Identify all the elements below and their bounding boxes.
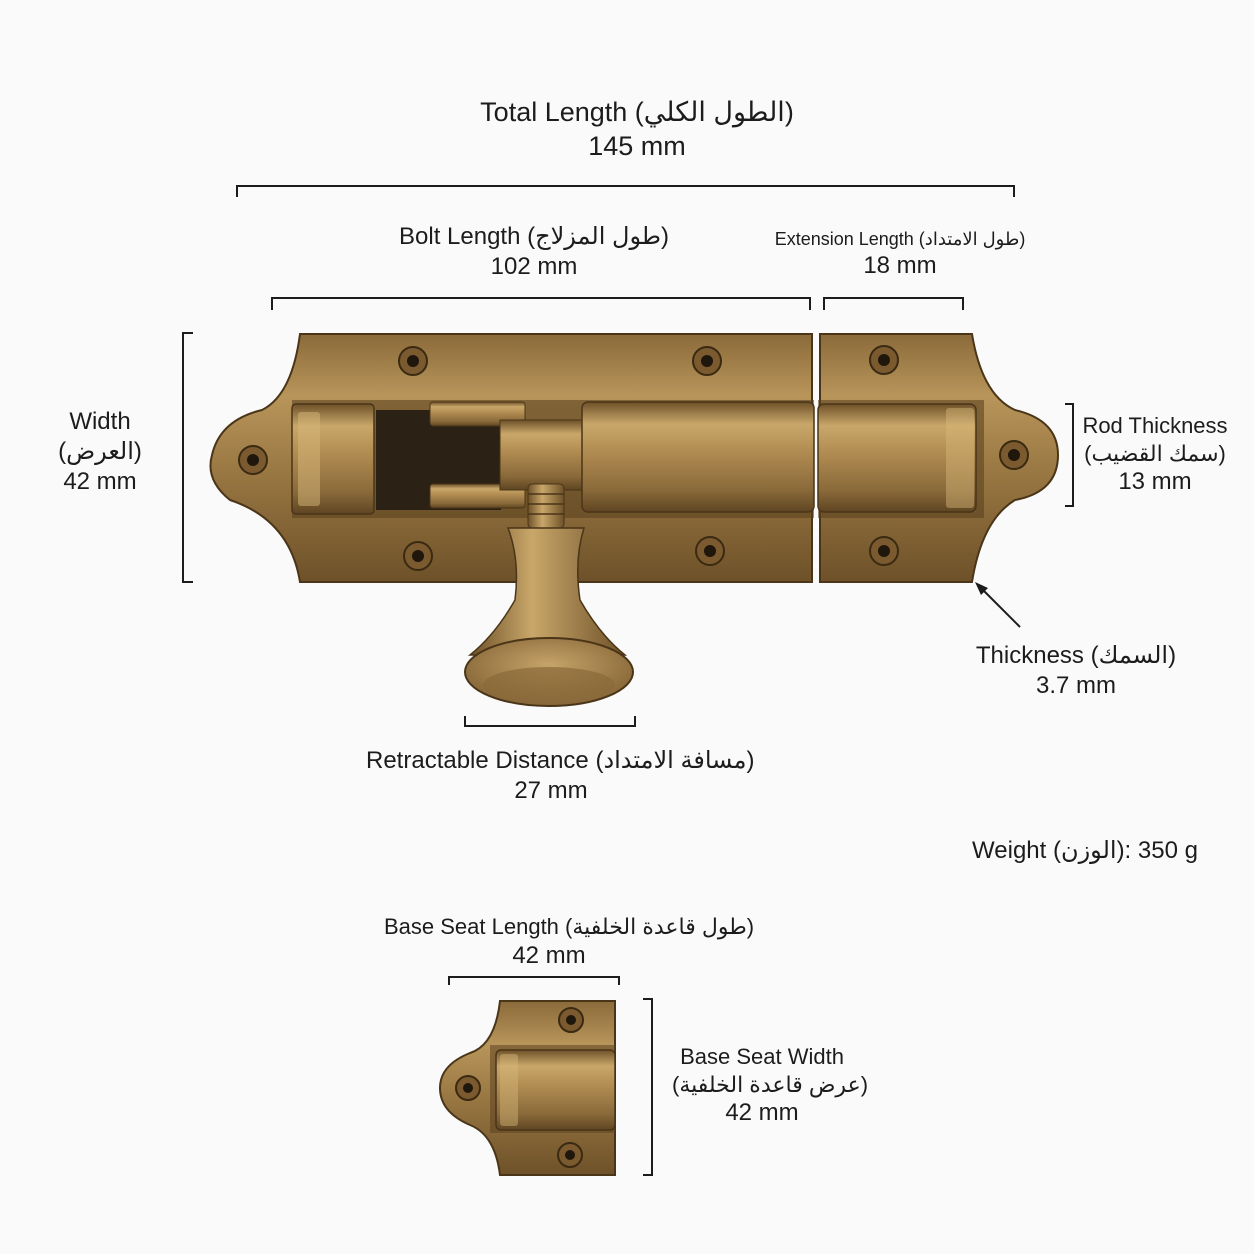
- base-seat-length-label: Base Seat Length (طول قاعدة الخلفية) 42 …: [384, 913, 754, 971]
- width-title: Width: [69, 408, 131, 435]
- total-length-title: Total Length (الطول الكلي): [480, 97, 794, 127]
- extension-length-label: Extension Length (طول الامتداد) 18 mm: [760, 228, 1040, 281]
- width-title-arabic: (العرض): [58, 438, 142, 465]
- extension-length-bracket: [823, 297, 964, 310]
- weight-label: Weight (الوزن): 350 g: [960, 836, 1210, 866]
- base-seat: [438, 1000, 616, 1176]
- dimension-lines: [182, 185, 1074, 1176]
- bolt-length-value: 102 mm: [490, 253, 578, 280]
- rod-thickness-bracket: [1065, 403, 1074, 507]
- base-seat-length-title: Base Seat Length (طول قاعدة الخلفية): [384, 914, 755, 939]
- thickness-arrowhead: [975, 582, 988, 595]
- thickness-title: Thickness (السمك): [975, 642, 1177, 669]
- thickness-value: 3.7 mm: [1035, 672, 1116, 699]
- width-value: 42 mm: [63, 468, 137, 495]
- knob: [464, 483, 634, 707]
- rod-thickness-label: Rod Thickness (سمك القضيب) 13 mm: [1082, 412, 1228, 497]
- rod-thickness-title-arabic: (سمك القضيب): [1084, 440, 1226, 466]
- base-seat-width-label: Base Seat Width (عرض قاعدة الخلفية) 42 m…: [672, 1043, 869, 1128]
- bolt-plate-screw-holes: [238, 346, 725, 571]
- bolt-length-label: Bolt Length (طول المزلاج) 102 mm: [384, 222, 684, 282]
- extension-plate: [817, 333, 1060, 583]
- retractable-distance-bracket: [464, 716, 636, 727]
- rod-thickness-value: 13 mm: [1118, 468, 1192, 495]
- bolt-length-title: Bolt Length (طول المزلاج): [399, 223, 669, 250]
- bolt-plate: [209, 333, 815, 583]
- bolt-length-bracket: [271, 297, 811, 310]
- base-seat-width-title-arabic: (عرض قاعدة الخلفية): [672, 1071, 869, 1097]
- width-bracket: [182, 332, 193, 583]
- thickness-label: Thickness (السمك) 3.7 mm: [966, 641, 1186, 701]
- total-length-value: 145 mm: [588, 130, 686, 161]
- total-length-bracket: [236, 185, 1015, 197]
- weight-text: Weight (الوزن): 350 g: [972, 837, 1198, 864]
- total-length-label: Total Length (الطول الكلي) 145 mm: [437, 96, 837, 164]
- thickness-leader: [979, 586, 1021, 628]
- retractable-distance-title: Retractable Distance (مسافة الامتداد): [366, 747, 755, 774]
- base-seat-length-bracket: [448, 976, 620, 985]
- width-label: Width (العرض) 42 mm: [40, 407, 160, 497]
- extension-plate-screw-holes: [869, 345, 1029, 566]
- extension-length-title: Extension Length (طول الامتداد): [774, 229, 1026, 249]
- extension-length-value: 18 mm: [863, 251, 937, 279]
- base-seat-width-value: 42 mm: [725, 1099, 799, 1126]
- base-seat-width-bracket: [643, 998, 653, 1176]
- rod-thickness-title: Rod Thickness: [1082, 413, 1228, 438]
- base-seat-length-value: 42 mm: [512, 941, 586, 969]
- retractable-distance-label: Retractable Distance (مسافة الامتداد) 27…: [366, 746, 754, 806]
- retractable-distance-value: 27 mm: [514, 777, 588, 804]
- base-seat-screw-holes: [455, 1007, 584, 1168]
- base-seat-width-title: Base Seat Width: [680, 1044, 844, 1069]
